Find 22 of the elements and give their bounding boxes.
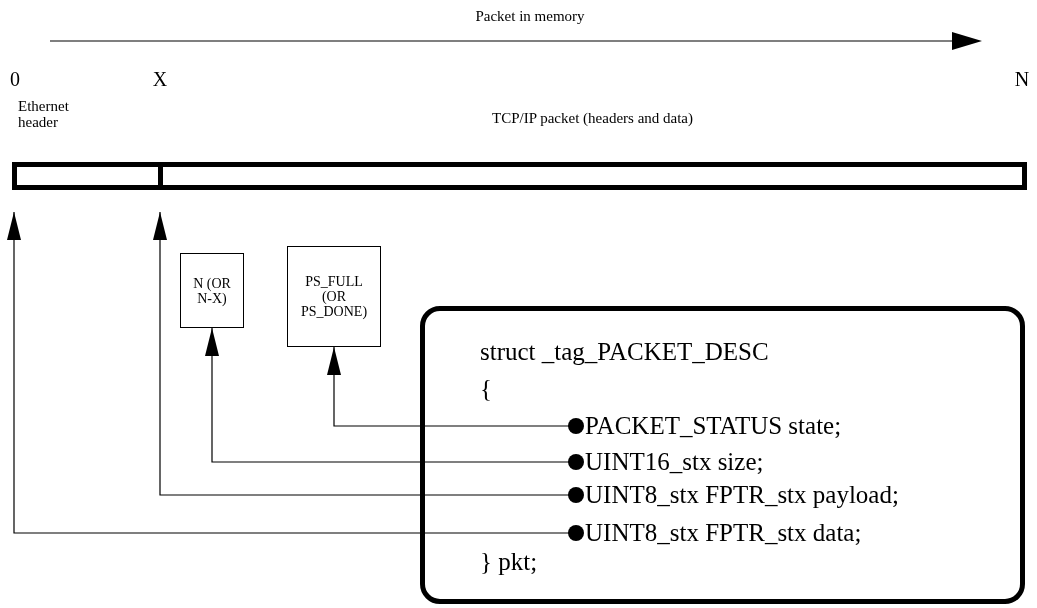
code-text: UINT8_stx FPTR_stx payload; [585, 480, 899, 510]
leader-arrow [205, 327, 584, 470]
value-text: N (OR N-X) [192, 275, 232, 306]
leader-arrow [327, 346, 584, 434]
position-label: N [1014, 68, 1030, 91]
code-text: UINT16_stx size; [585, 447, 764, 477]
value-text: PS_FULL (OR PS_DONE) [299, 274, 369, 319]
struct-heading: struct _tag_PACKET_DESC [480, 338, 769, 366]
leader-arrow [153, 211, 584, 503]
segment-label: Ethernet header [18, 98, 70, 130]
value-box [287, 246, 381, 347]
code-text: PACKET_STATUS state; [585, 411, 842, 441]
position-label: 0 [10, 68, 20, 91]
code-text: UINT8_stx FPTR_stx data; [585, 518, 862, 548]
value-box [180, 253, 244, 328]
position-label: X [152, 68, 168, 91]
segment-label: TCP/IP packet (headers and data) [492, 110, 693, 126]
code-text: } pkt; [480, 548, 538, 576]
struct-box [420, 306, 1025, 604]
caption-text: Packet in memory [475, 8, 585, 25]
code-text: { [480, 375, 492, 403]
leader-arrow [7, 211, 584, 541]
